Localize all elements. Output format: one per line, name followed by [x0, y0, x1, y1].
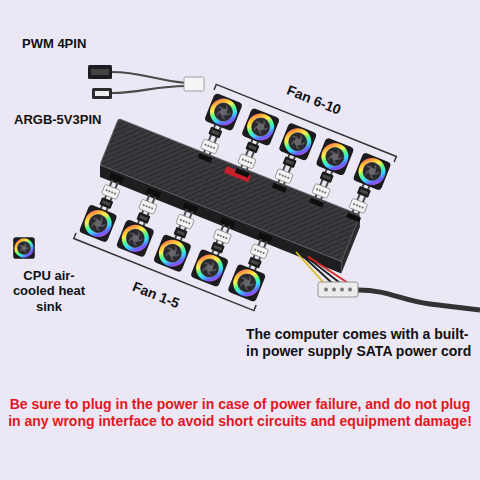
sata-cable	[358, 290, 480, 310]
wire	[112, 72, 186, 83]
power-note: The computer comes with a built-in power…	[246, 326, 474, 359]
fan-group-label: Fan 6-10	[285, 82, 344, 118]
molex-connector	[318, 282, 358, 297]
cpu-fan	[13, 237, 35, 259]
pin-label: PWM 4PIN	[22, 36, 86, 51]
splitter-cable	[88, 65, 204, 99]
pin-hole	[348, 288, 352, 292]
hub-assembly	[71, 55, 396, 338]
pin-label: ARGB-5V3PIN	[14, 112, 101, 127]
pwm-connector-face	[91, 69, 109, 75]
power-cable	[296, 252, 480, 310]
fan-header	[184, 77, 204, 91]
cpu-fan-label: CPU air-cooled heat sink	[4, 268, 94, 314]
pin-hole	[340, 288, 344, 292]
pin-hole	[324, 288, 328, 292]
hub-top	[100, 119, 360, 262]
wire	[112, 86, 186, 93]
fan-wires	[100, 95, 370, 300]
argb-connector	[92, 88, 112, 99]
hub-ports	[109, 125, 361, 270]
pwm-connector	[88, 65, 112, 79]
pin-hole	[332, 288, 336, 292]
warning-note: Be sure to plug in the power in case of …	[6, 396, 474, 429]
fan-group-label: Fan 1-5	[130, 278, 182, 312]
argb-connector-face	[95, 91, 109, 96]
